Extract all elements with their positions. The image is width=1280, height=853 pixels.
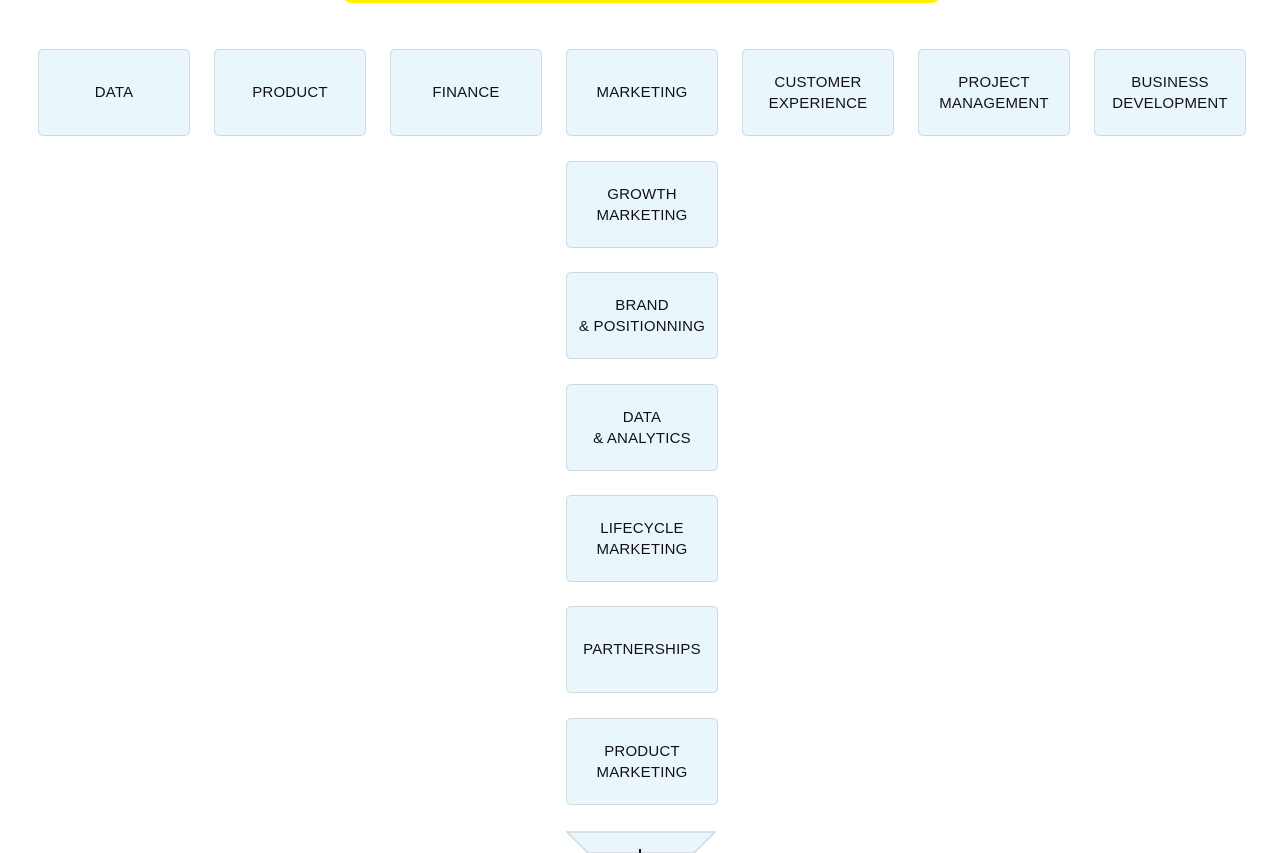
root-node-bar[interactable] — [343, 0, 940, 3]
team-node-data-analytics[interactable]: DATA & ANALYTICS — [566, 384, 718, 471]
next-node-partial[interactable] — [566, 831, 716, 853]
dept-node-product[interactable]: PRODUCT — [214, 49, 366, 136]
team-node-lifecycle-marketing[interactable]: LIFECYCLE MARKETING — [566, 495, 718, 582]
dept-node-customer-experience[interactable]: CUSTOMER EXPERIENCE — [742, 49, 894, 136]
team-node-partnerships[interactable]: PARTNERSHIPS — [566, 606, 718, 693]
team-node-product-marketing[interactable]: PRODUCT MARKETING — [566, 718, 718, 805]
dept-node-data[interactable]: DATA — [38, 49, 190, 136]
dept-node-finance[interactable]: FINANCE — [390, 49, 542, 136]
trapezoid-shape — [566, 831, 716, 853]
dept-node-marketing[interactable]: MARKETING — [566, 49, 718, 136]
dept-node-project-management[interactable]: PROJECT MANAGEMENT — [918, 49, 1070, 136]
team-node-brand-positionning[interactable]: BRAND & POSITIONNING — [566, 272, 718, 359]
dept-node-business-development[interactable]: BUSINESS DEVELOPMENT — [1094, 49, 1246, 136]
team-node-growth-marketing[interactable]: GROWTH MARKETING — [566, 161, 718, 248]
